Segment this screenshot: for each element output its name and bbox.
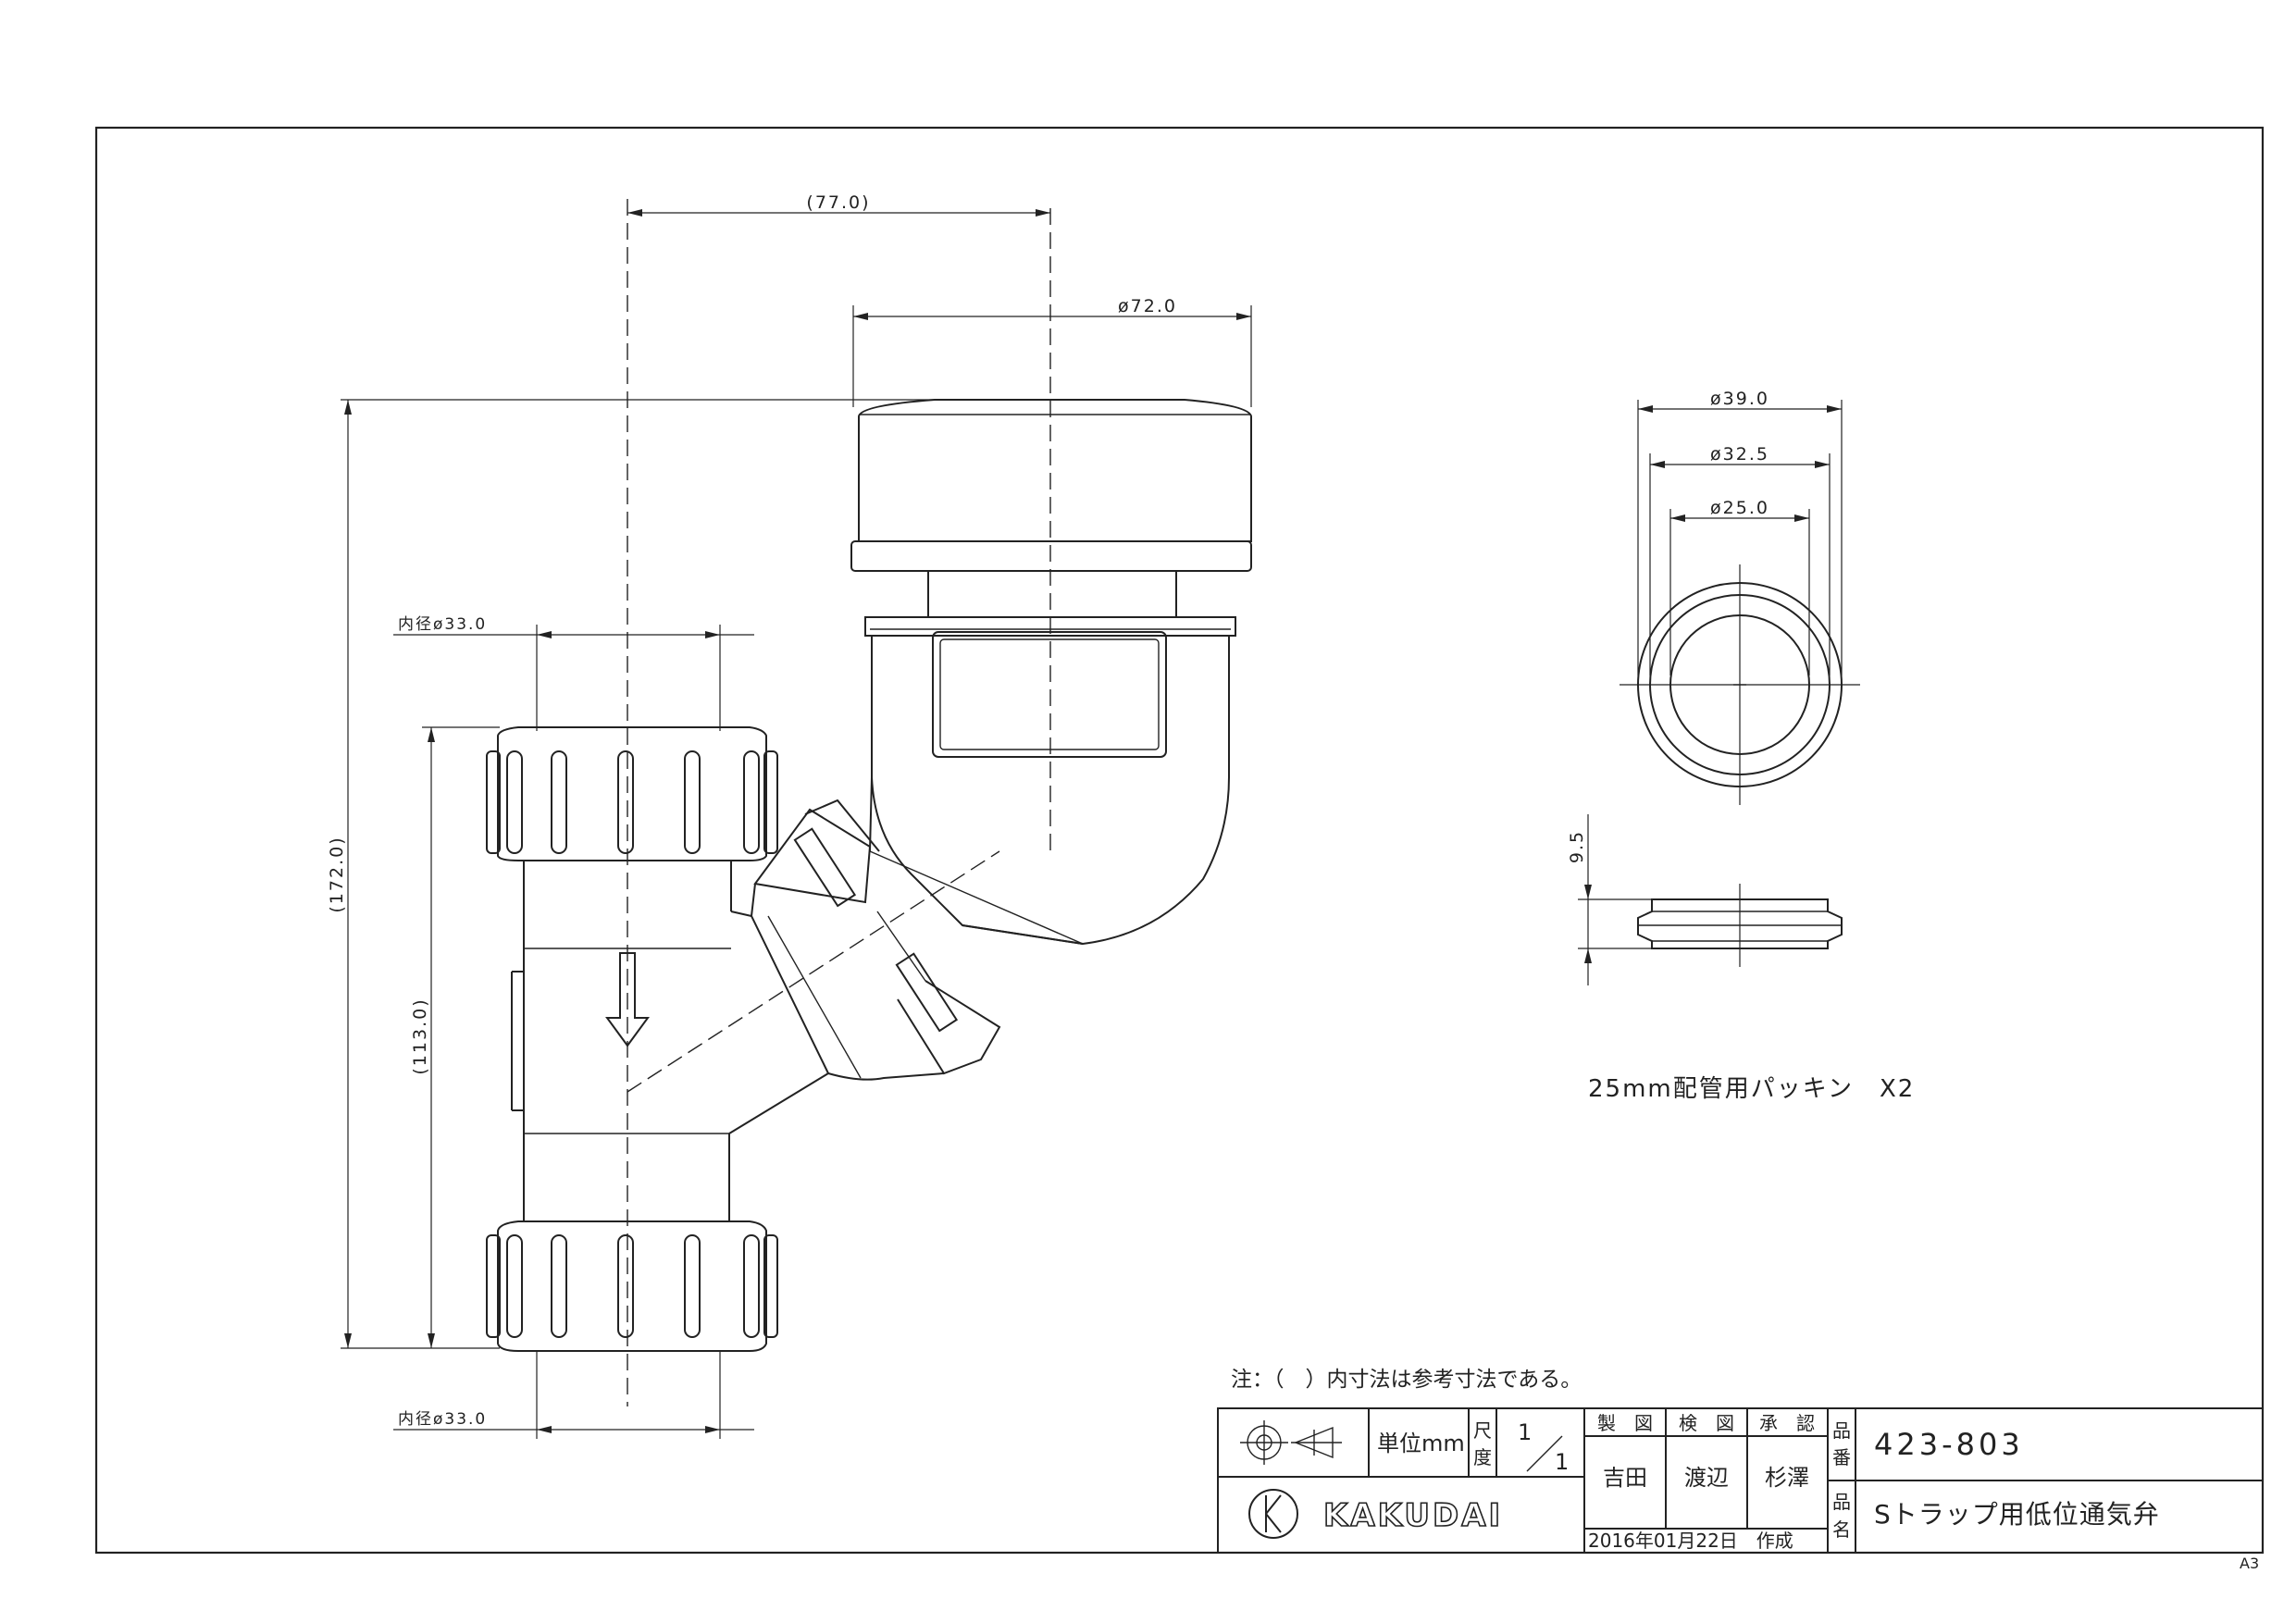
- approved-label: 承 認: [1759, 1412, 1815, 1434]
- dim-172: (172.0): [327, 836, 347, 912]
- top-union-nut: [497, 726, 767, 861]
- part-no-label-1: 品: [1832, 1419, 1851, 1442]
- dim-inner-bottom: 内径ø33.0: [398, 1410, 487, 1429]
- scale-denominator: 1: [1555, 1449, 1569, 1475]
- drawn-label: 製 図: [1597, 1412, 1653, 1434]
- scale-label-1: 尺: [1473, 1419, 1492, 1442]
- paper-size-label: A3: [2240, 1555, 2259, 1572]
- valve-cap: [858, 399, 1252, 542]
- checked-label: 検 図: [1679, 1412, 1734, 1434]
- checked-by: 渡辺: [1684, 1465, 1729, 1491]
- part-name-label-1: 品: [1832, 1491, 1851, 1513]
- bottom-union-nut: [497, 1220, 767, 1352]
- kakudai-logo: KAKUDAI: [1248, 1489, 1503, 1539]
- dim-77: (77.0): [806, 192, 870, 213]
- part-name: Sトラップ用低位通気弁: [1874, 1499, 2160, 1530]
- dim-9-5: 9.5: [1567, 830, 1587, 863]
- creation-date: 2016年01月22日 作成: [1588, 1530, 1793, 1552]
- valve-window: [932, 631, 1167, 758]
- drawing-frame: [94, 126, 2265, 1555]
- scale-label-2: 度: [1473, 1446, 1492, 1468]
- dim-39: ø39.0: [1710, 389, 1769, 409]
- valve-cap-ring: [850, 540, 1252, 572]
- valve-body: [871, 636, 1230, 946]
- dim-72: ø72.0: [1118, 296, 1177, 316]
- dim-25: ø25.0: [1710, 498, 1769, 518]
- part-number: 423-803: [1874, 1427, 2024, 1462]
- dim-113: (113.0): [410, 997, 430, 1074]
- unit-label: 単位mm: [1377, 1431, 1465, 1456]
- valve-neck: [927, 570, 1177, 618]
- approved-by: 杉澤: [1765, 1465, 1809, 1491]
- main-dimensions: (77.0) ø72.0 (172.0) (113.0) 内径ø33.0: [327, 192, 1252, 1439]
- part-name-label-2: 名: [1832, 1518, 1851, 1541]
- title-block: 単位mm 尺 度 1 1 製 図 検 図 承 認 吉田 渡辺 杉澤 品 番 品 …: [1217, 1407, 2264, 1554]
- part-no-label-2: 番: [1832, 1446, 1851, 1468]
- scale-numerator: 1: [1518, 1419, 1532, 1445]
- reference-dimension-note: 注：（ ）内寸法は参考寸法である。: [1231, 1368, 1582, 1392]
- dim-inner-top: 内径ø33.0: [398, 615, 487, 634]
- packing-drawing: ø39.0 ø32.5 ø25.0 9.5 25mm配管用パッキン X2: [1567, 389, 1915, 1103]
- packing-label: 25mm配管用パッキン X2: [1588, 1075, 1915, 1103]
- logo-text: KAKUDAI: [1323, 1497, 1503, 1534]
- third-angle-projection-icon: [1240, 1420, 1342, 1465]
- drawn-by: 吉田: [1603, 1465, 1647, 1491]
- flow-direction-arrow-icon: [605, 952, 650, 1047]
- dim-32: ø32.5: [1710, 444, 1769, 465]
- main-part-drawing: [486, 199, 1252, 1406]
- branch-nut: [753, 808, 872, 904]
